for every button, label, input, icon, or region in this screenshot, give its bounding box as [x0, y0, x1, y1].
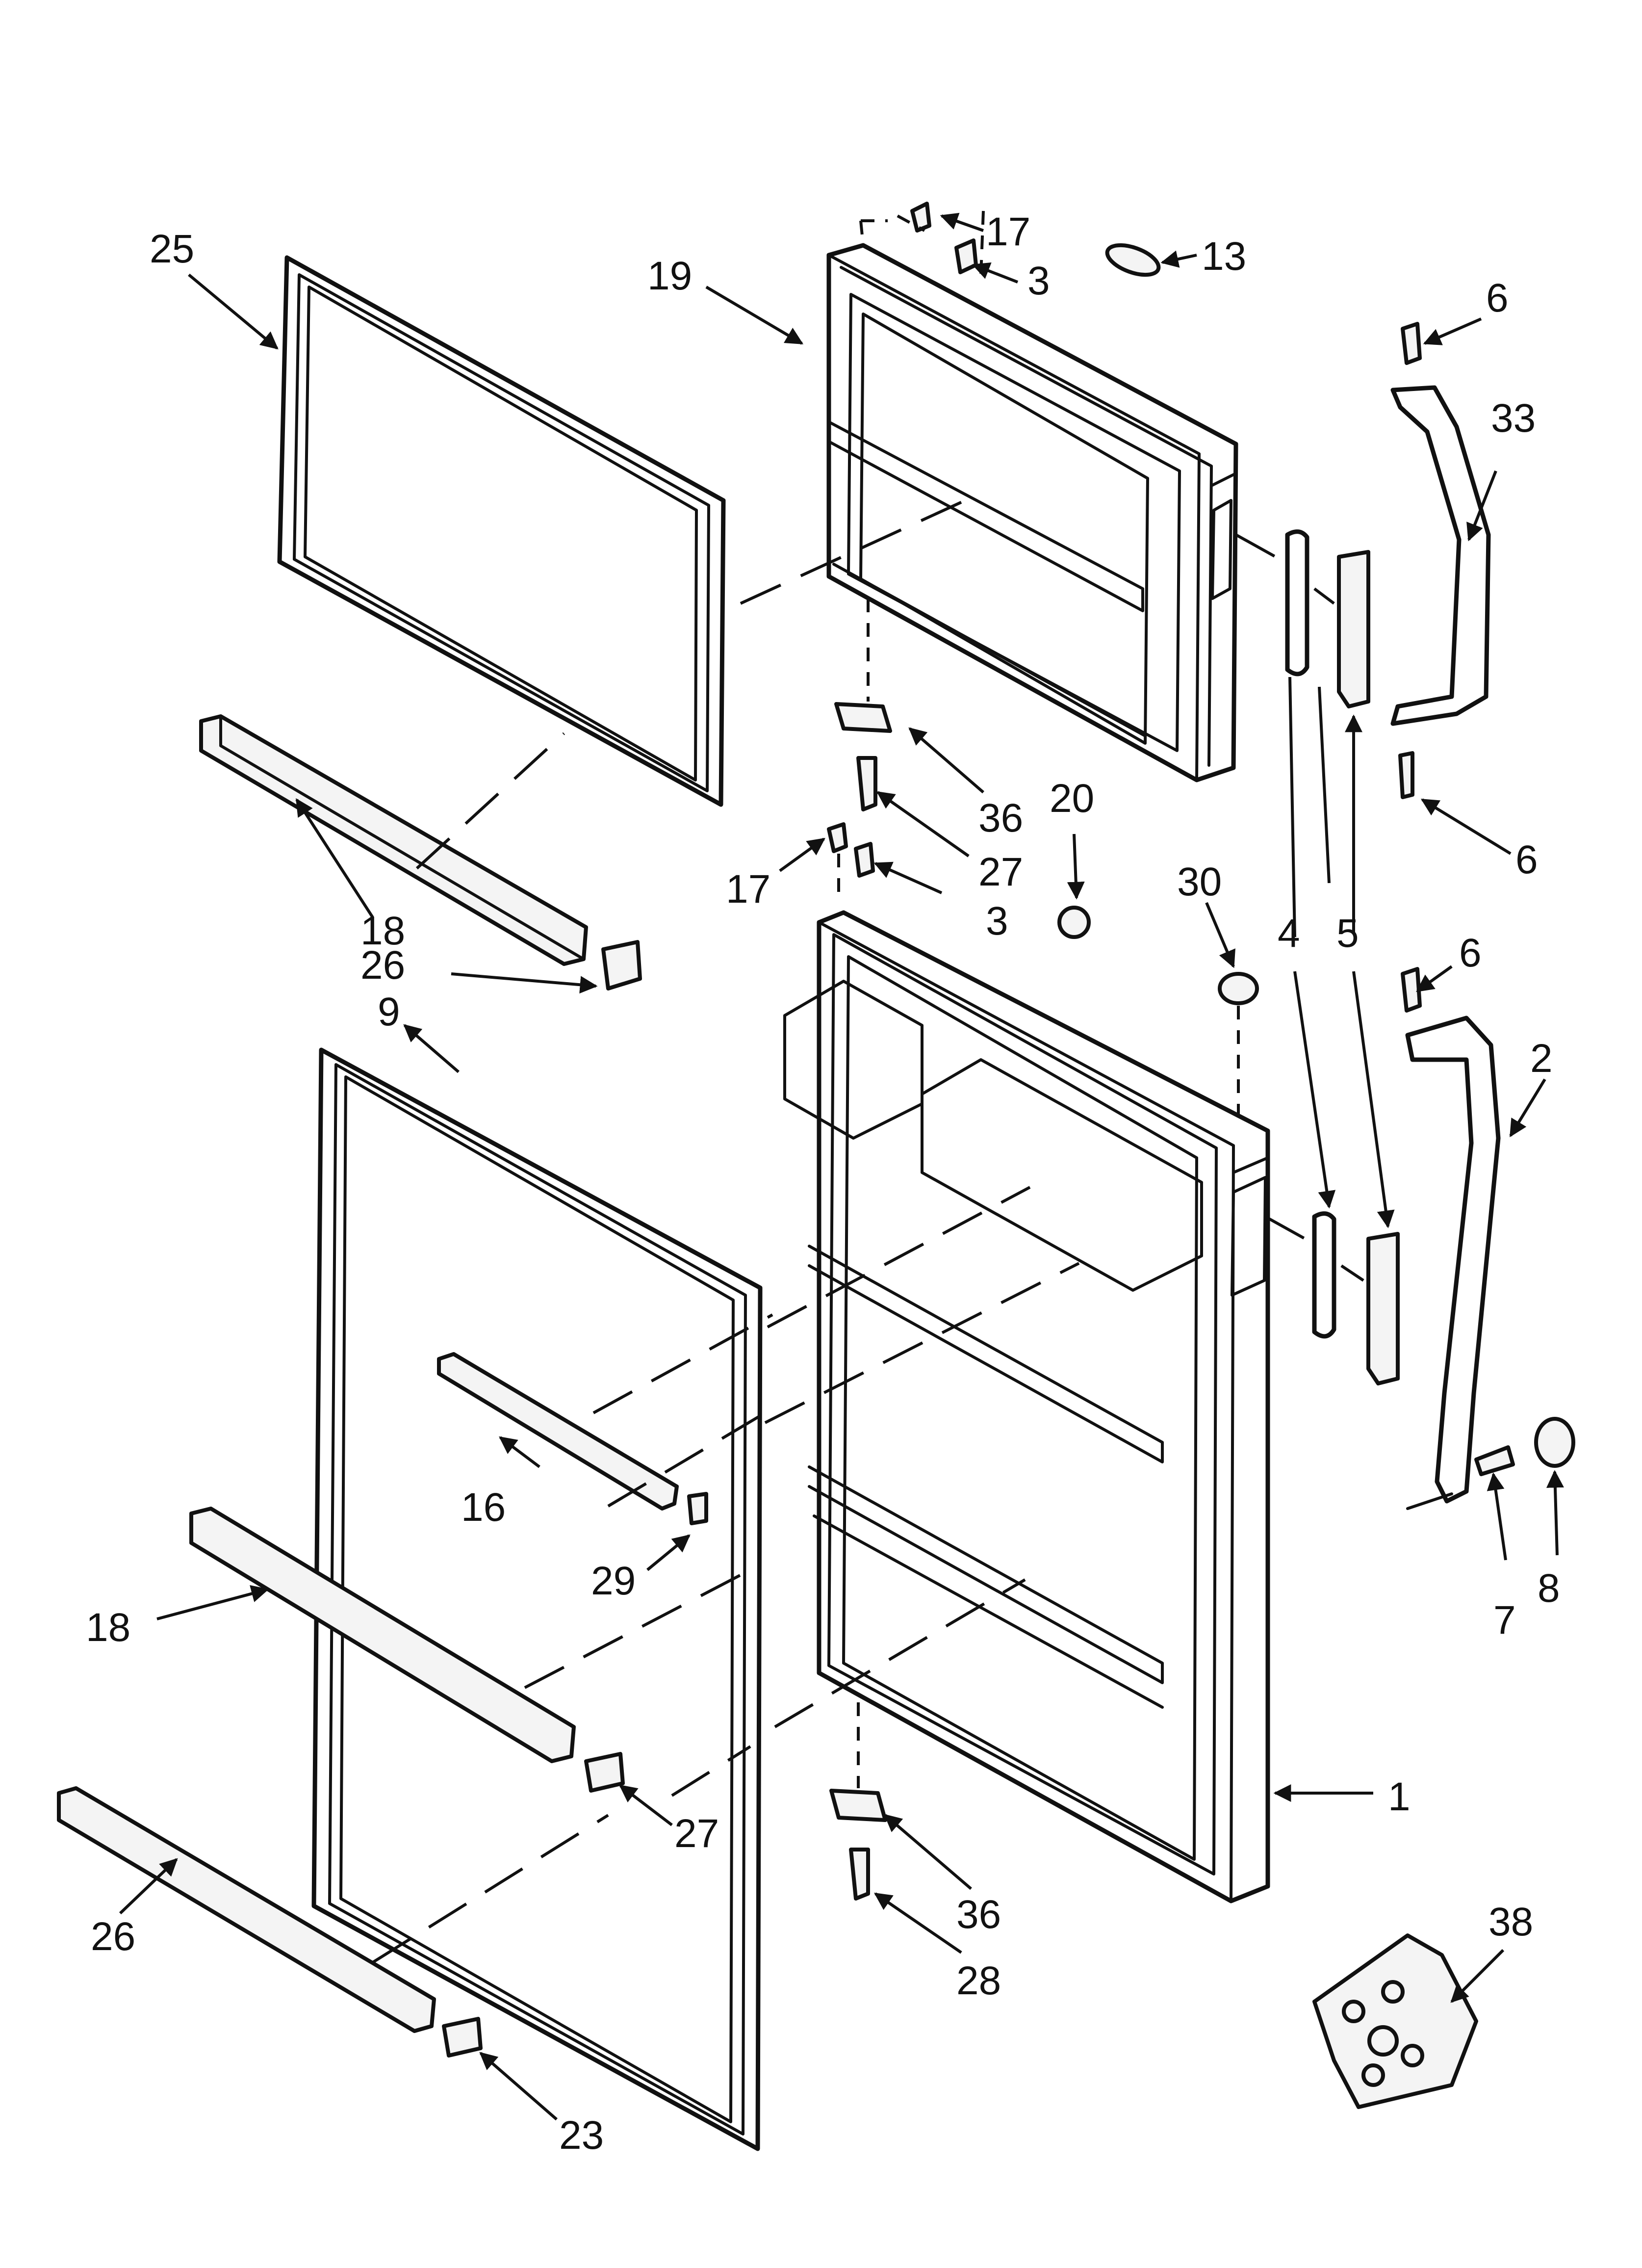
callout-18b: 18 [86, 1605, 130, 1650]
plug-28 [1218, 972, 1259, 1119]
strip-16 [437, 1352, 679, 1511]
trim-strip-18-top [199, 714, 588, 966]
callout-29: 29 [591, 1559, 636, 1603]
callout-27a: 27 [978, 850, 1023, 894]
callout-18a: 18 [360, 909, 405, 953]
freezer-door-19 [826, 243, 1238, 782]
callout-3b: 3 [986, 899, 1008, 943]
callout-26a: 26 [360, 943, 405, 988]
callout-9: 9 [378, 990, 400, 1034]
callout-25: 26 [91, 1914, 135, 1959]
callout-4: 4 [1278, 911, 1300, 956]
callout-30: 23 [559, 2113, 604, 2158]
callout-28: 30 [1177, 860, 1222, 904]
callout-17b: 17 [726, 867, 770, 912]
trim-strip-18-lower [189, 1507, 576, 1763]
handle-trim-4-lower [1312, 1211, 1336, 1339]
handle-trim-4-upper [1285, 529, 1309, 677]
hinge-36-lower [829, 1702, 887, 1901]
leader-arrows [119, 212, 1564, 2121]
assembly-lines [372, 494, 1364, 1964]
callout-8: 8 [1538, 1566, 1560, 1611]
freezer-handle-33 [1390, 322, 1491, 799]
clip-26-lower [584, 1752, 625, 1793]
fresh-food-door-1 [783, 910, 1270, 1903]
clip-26-top [601, 940, 642, 991]
callout-6a: 6 [1486, 276, 1509, 320]
callout-16: 16 [461, 1485, 506, 1530]
callout-3a: 3 [1027, 259, 1050, 303]
callout-13: 13 [1202, 234, 1246, 279]
callout-36b: 36 [956, 1892, 1001, 1937]
clip-29 [687, 1492, 708, 1525]
callout-6c: 6 [1459, 931, 1482, 975]
hinge-36-top [834, 599, 892, 811]
hardware-kit-38 [1312, 1933, 1478, 2109]
callout-23: 25 [150, 227, 194, 271]
fresh-food-handle-2 [1401, 967, 1575, 1510]
handle-insert-5-lower [1366, 1232, 1400, 1385]
screws-top [859, 202, 985, 275]
part-20 [1057, 906, 1091, 939]
trim-strip-25 [57, 1786, 436, 2033]
callout-2: 2 [1530, 1036, 1553, 1081]
callout-17a: 17 [986, 209, 1030, 254]
callout-7: 7 [1493, 1598, 1516, 1642]
callout-33: 33 [1491, 396, 1536, 441]
callout-38: 38 [1488, 1900, 1533, 1944]
screws-lower [827, 822, 875, 898]
callout-27b: 28 [956, 1958, 1001, 2003]
callout-5: 5 [1336, 911, 1359, 956]
cap-13 [1105, 243, 1161, 277]
callout-36a: 36 [978, 796, 1023, 840]
callout-26b: 27 [674, 1811, 719, 1856]
callout-6b: 6 [1515, 837, 1538, 882]
callout-labels: 25 19 17 3 13 6 33 6 18 26 9 36 27 17 3 … [86, 209, 1560, 2158]
callout-19: 19 [647, 254, 692, 298]
freezer-door-gasket-23 [277, 255, 726, 807]
handle-insert-5-upper [1337, 550, 1370, 708]
clip-30 [442, 2017, 483, 2058]
callout-1: 1 [1388, 1774, 1411, 1819]
callout-20: 20 [1050, 776, 1094, 821]
